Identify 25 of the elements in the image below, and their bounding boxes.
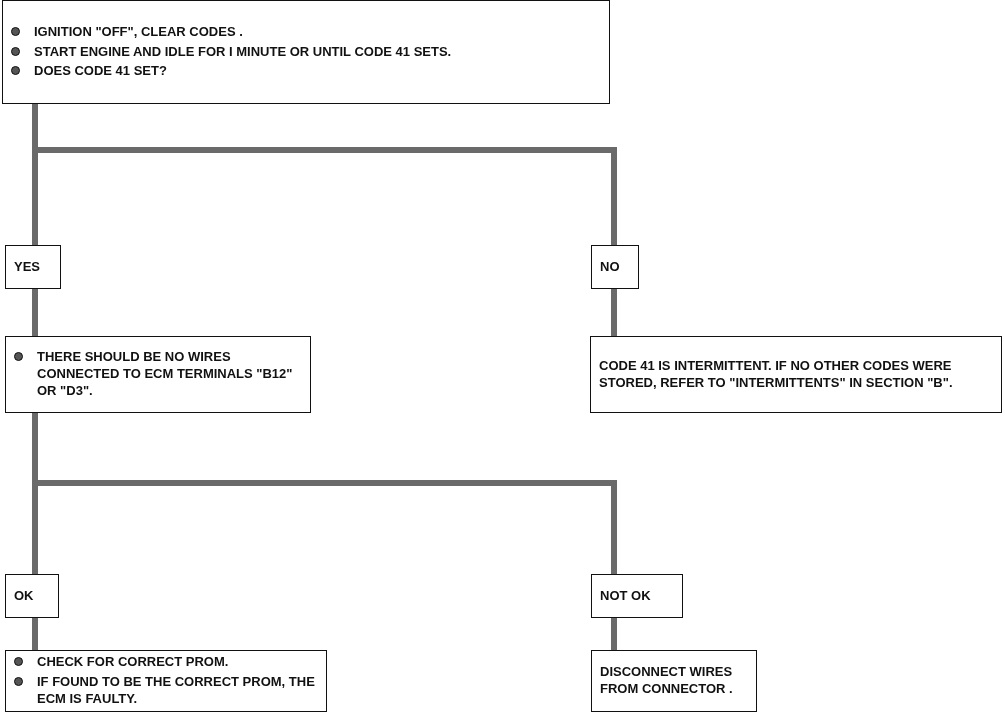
process-box xyxy=(590,336,1002,413)
process-box xyxy=(591,245,639,289)
box-text: NO xyxy=(600,258,621,276)
connector-line xyxy=(611,289,617,336)
connector-line xyxy=(32,289,38,336)
bullet-text: CHECK FOR CORRECT PROM. xyxy=(37,654,229,672)
box-text: NOT OK xyxy=(600,587,652,605)
connector-line xyxy=(32,618,38,650)
process-box xyxy=(5,574,59,618)
bullet-text: IGNITION "OFF", CLEAR CODES . xyxy=(34,23,243,41)
box-text: CODE 41 IS INTERMITTENT. IF NO OTHER CODES WERE STORED, REFER TO "INTERMITTENTS" IN SECTION "B". xyxy=(599,357,954,392)
process-box xyxy=(591,650,757,712)
process-box xyxy=(591,574,683,618)
process-box xyxy=(5,650,327,712)
process-box xyxy=(2,0,610,104)
connector-line xyxy=(611,618,617,650)
bullet-text: IF FOUND TO BE THE CORRECT PROM, THE ECM IS FAULTY. xyxy=(37,674,316,708)
box-text: OK xyxy=(14,587,35,605)
bullet-text: START ENGINE AND IDLE FOR I MINUTE OR UNTIL CODE 41 SETS. xyxy=(34,43,452,61)
box-text: YES xyxy=(14,258,41,276)
process-box xyxy=(5,245,61,289)
bullet-text: THERE SHOULD BE NO WIRES CONNECTED TO ECM TERMINALS "B12" OR "D3". xyxy=(37,349,294,400)
box-text: DISCONNECT WIRES FROM CONNECTOR . xyxy=(600,664,734,698)
process-box xyxy=(5,336,311,413)
bullet-text: DOES CODE 41 SET? xyxy=(34,63,167,81)
